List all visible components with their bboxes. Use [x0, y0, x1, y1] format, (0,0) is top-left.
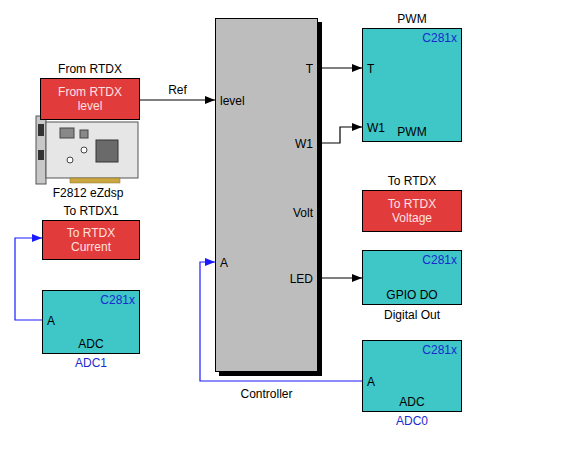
board-component — [67, 157, 73, 163]
signal-line — [140, 99, 215, 100]
gpio-block: C281xGPIO DODigital Out — [362, 250, 462, 305]
port-label: Volt — [293, 206, 313, 220]
board-caption: F2812 eZdsp — [51, 186, 126, 200]
port-label: A — [220, 256, 228, 270]
block-heading: PWM — [397, 12, 426, 26]
board-chip — [96, 140, 118, 162]
target-tag: C281x — [100, 293, 135, 307]
signal-line — [318, 277, 362, 278]
block-label: ADC — [78, 337, 103, 351]
block-heading: To RTDX1 — [63, 204, 118, 218]
signal-label: Ref — [166, 83, 189, 97]
board-pcb — [46, 122, 138, 178]
block-heading: To RTDX — [388, 174, 436, 188]
block-heading: From RTDX — [58, 62, 122, 76]
rtdx-output-block: To RTDX1To RTDX Current — [42, 220, 140, 260]
board-component — [81, 147, 87, 153]
target-tag: C281x — [422, 343, 457, 357]
board-port — [38, 150, 44, 160]
port-label: A — [47, 314, 55, 328]
controller-subsystem: TlevelW1VoltALEDController — [215, 18, 318, 372]
signal-line — [318, 127, 362, 143]
port-label: LED — [290, 272, 313, 286]
block-caption: Controller — [240, 387, 292, 401]
board-chip — [80, 130, 88, 138]
port-label: W1 — [367, 121, 385, 135]
adc-block: C281xAADCADC1 — [42, 290, 140, 354]
block-caption: ADC0 — [396, 414, 428, 428]
port-label: W1 — [295, 137, 313, 151]
block-label: PWM — [397, 125, 426, 139]
rtdx-output-block: To RTDXTo RTDX Voltage — [362, 190, 462, 232]
board-edge-connector — [70, 178, 120, 183]
board-chip — [60, 128, 74, 138]
rtdx-input-block: From RTDXFrom RTDX level — [40, 78, 140, 120]
port-label: level — [220, 94, 245, 108]
port-label: T — [367, 62, 374, 76]
block-label: From RTDX level — [53, 85, 127, 113]
signal-line — [318, 67, 362, 68]
block-label: To RTDX Voltage — [375, 197, 449, 225]
port-label: A — [367, 375, 375, 389]
block-label: GPIO DO — [386, 288, 437, 302]
target-tag: C281x — [422, 253, 457, 267]
block-label: To RTDX Current — [54, 226, 128, 254]
board-bracket — [36, 116, 46, 184]
signal-line — [15, 238, 42, 320]
board-port — [38, 124, 44, 136]
block-caption: Digital Out — [384, 308, 440, 322]
port-label: T — [306, 62, 313, 76]
block-caption: ADC1 — [75, 356, 107, 370]
pwm-block: PWMC281xTW1PWM — [362, 28, 462, 142]
adc-block: C281xAADCADC0 — [362, 340, 462, 412]
target-tag: C281x — [422, 31, 457, 45]
block-label: ADC — [399, 395, 424, 409]
